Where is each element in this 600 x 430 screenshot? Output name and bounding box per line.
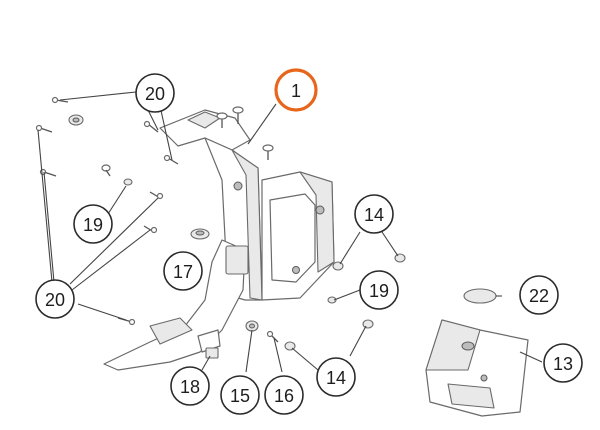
cover-part-13	[425, 319, 529, 417]
callout-label: 16	[274, 386, 294, 406]
callout-label: 13	[553, 354, 573, 374]
callout-label: 19	[369, 281, 389, 301]
callout-label: 18	[180, 377, 200, 397]
callout-label: 20	[45, 290, 65, 310]
callout-label: 19	[83, 215, 103, 235]
callout-label: 15	[230, 386, 250, 406]
callout-20-left: 20	[35, 279, 75, 319]
nut-part	[68, 114, 84, 126]
callout-label: 20	[145, 84, 165, 104]
nuts-14	[284, 253, 406, 351]
callout-1: 1	[274, 68, 318, 112]
callout-label: 1	[291, 81, 301, 101]
callout-18: 18	[170, 366, 210, 406]
grommet-17	[190, 228, 210, 240]
callout-label: 22	[529, 286, 549, 306]
callout-19-right: 19	[359, 270, 399, 310]
fasteners-19	[101, 164, 337, 304]
callout-20-top: 20	[135, 73, 175, 113]
callout-15: 15	[220, 375, 260, 415]
cap-22	[463, 288, 497, 304]
callout-19-left: 19	[73, 204, 113, 244]
callout-14-bottom: 14	[316, 357, 356, 397]
callout-label: 14	[364, 205, 384, 225]
small-parts-15-16-18	[205, 320, 279, 359]
callout-label: 14	[326, 368, 346, 388]
main-bracket-part	[103, 109, 335, 371]
callout-14-top: 14	[354, 194, 394, 234]
callout-label: 17	[173, 262, 193, 282]
bracket-studs	[216, 106, 274, 160]
screws-20	[35, 96, 179, 326]
callout-22: 22	[519, 275, 559, 315]
callout-13: 13	[543, 343, 583, 383]
callout-17: 17	[163, 251, 203, 291]
callout-16: 16	[264, 375, 304, 415]
leader-lines	[37, 91, 543, 373]
